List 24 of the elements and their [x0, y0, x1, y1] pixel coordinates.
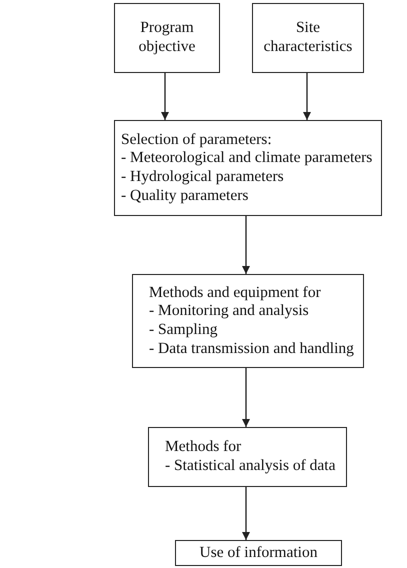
box-text: Program objective — [138, 19, 196, 57]
arrow — [242, 368, 250, 427]
box-text: - Statistical analysis of data — [165, 457, 336, 476]
box-text: - Sampling — [149, 321, 218, 340]
arrow — [242, 487, 250, 540]
process-box — [252, 3, 364, 73]
box-text: Use of information — [200, 544, 318, 562]
box-text: Selection of parameters: — [121, 130, 272, 150]
box-text: Methods for — [165, 438, 242, 457]
process-box — [175, 540, 342, 566]
process-box — [132, 274, 364, 368]
box-text: - Monitoring and analysis — [149, 302, 309, 321]
process-box — [148, 427, 347, 487]
arrow — [303, 73, 311, 120]
box-text: Site characteristics — [262, 19, 354, 57]
box-text: - Quality parameters — [121, 186, 248, 206]
arrow — [161, 73, 169, 120]
process-box — [114, 120, 382, 216]
box-text: Methods and equipment for — [149, 284, 321, 302]
box-text: - Data transmission and handling — [149, 340, 354, 358]
process-box — [114, 3, 220, 73]
box-text: - Hydrological parameters — [121, 168, 284, 187]
arrow — [242, 216, 250, 274]
box-text: - Meteorological and climate parameters — [121, 149, 372, 168]
